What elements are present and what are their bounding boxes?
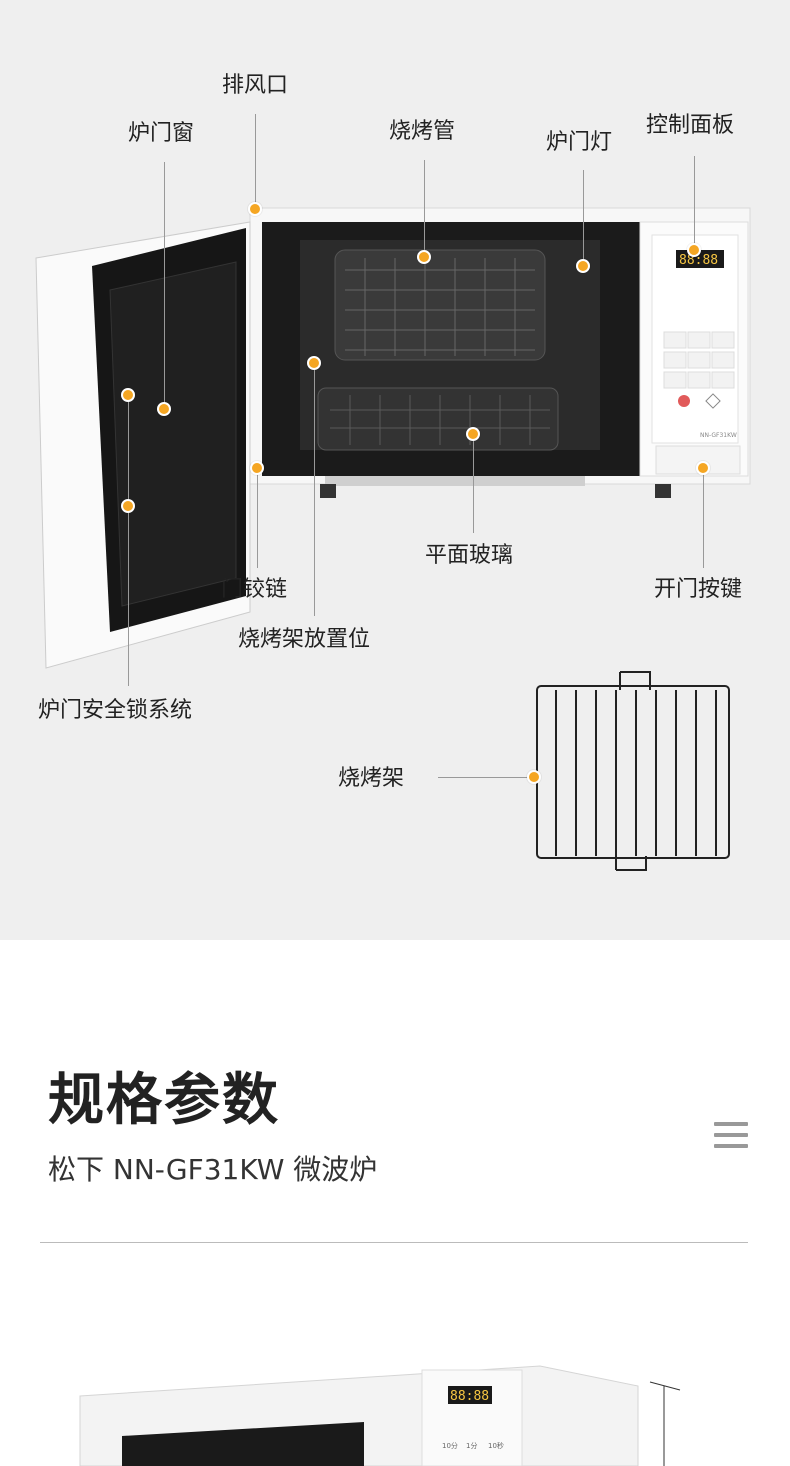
dot-rack-position	[307, 356, 321, 370]
dot-grill-tube	[417, 250, 431, 264]
glass-tray	[317, 387, 559, 451]
bottom-display: 88:88	[450, 1389, 489, 1404]
panel-model: NN-GF31KW	[700, 432, 737, 439]
dot-door-light	[576, 259, 590, 273]
label-glass-tray: 平面玻璃	[425, 543, 514, 568]
line-safety-lock	[128, 394, 129, 686]
dot-safety-lock-upper	[121, 388, 135, 402]
bottom-product-image: 88:88 10分 1分 10秒	[79, 1365, 681, 1466]
line-control-panel	[694, 156, 695, 250]
bottom-microwave-window	[122, 1422, 364, 1466]
label-safety-lock: 炉门安全锁系统	[38, 698, 193, 723]
label-control-panel: 控制面板	[646, 113, 735, 138]
dot-grill-rack	[527, 770, 541, 784]
dot-door-hinge	[250, 461, 264, 475]
dot-safety-lock-lower	[121, 499, 135, 513]
label-rack-position: 烧烤架放置位	[238, 627, 371, 652]
dot-exhaust	[248, 202, 262, 216]
dot-door-window	[157, 402, 171, 416]
label-door-hinge: 门铰链	[221, 577, 288, 602]
grill-rack-drawing	[536, 671, 730, 871]
product-diagram: 88:88 NN-GF31KW	[0, 0, 790, 940]
dimension-line	[649, 1381, 681, 1466]
grill-pattern	[345, 258, 535, 356]
microwave-illustration: 88:88 NN-GF31KW	[35, 207, 751, 871]
stop-button-icon	[678, 395, 690, 407]
dot-open-button	[696, 461, 710, 475]
label-door-window: 炉门窗	[128, 121, 195, 146]
bottom-button-1min: 1分	[466, 1441, 477, 1450]
bottom-button-10min: 10分	[442, 1441, 458, 1450]
line-grill-rack	[438, 777, 534, 778]
bottom-button-10sec: 10秒	[488, 1441, 504, 1450]
divider	[40, 1242, 748, 1243]
label-open-button: 开门按键	[654, 577, 743, 602]
line-open-button	[703, 468, 704, 568]
line-door-light	[583, 170, 584, 266]
foot-left	[320, 484, 336, 498]
bottom-control-panel	[421, 1369, 523, 1466]
grill-plate	[334, 249, 546, 361]
label-grill-rack: 烧烤架	[338, 766, 405, 791]
line-exhaust	[255, 114, 256, 208]
foot-right	[655, 484, 671, 498]
panel-button-grid	[663, 331, 735, 389]
dot-control-panel	[687, 243, 701, 257]
line-grill-tube	[424, 160, 425, 256]
menu-icon[interactable]	[714, 1122, 748, 1150]
tray-pattern	[330, 395, 550, 445]
line-glass-tray	[473, 433, 474, 533]
line-rack-position	[314, 362, 315, 616]
label-door-light: 炉门灯	[546, 130, 613, 155]
spec-subtitle: 松下 NN-GF31KW 微波炉	[48, 1153, 378, 1186]
label-exhaust: 排风口	[222, 73, 289, 98]
bottom-display-bg	[448, 1386, 492, 1404]
door-window-inner	[109, 261, 237, 607]
spec-title: 规格参数	[48, 1068, 280, 1133]
label-grill-tube: 烧烤管	[389, 119, 456, 144]
start-button-icon	[705, 393, 721, 409]
dot-glass-tray	[466, 427, 480, 441]
microwave-base	[325, 476, 585, 486]
open-door-button	[655, 445, 741, 475]
line-door-window	[164, 162, 165, 408]
panel-display: 88:88	[679, 253, 718, 268]
spec-section: 规格参数 松下 NN-GF31KW 微波炉 88:88 10分 1分 10秒	[0, 940, 790, 1466]
line-door-hinge	[257, 468, 258, 568]
